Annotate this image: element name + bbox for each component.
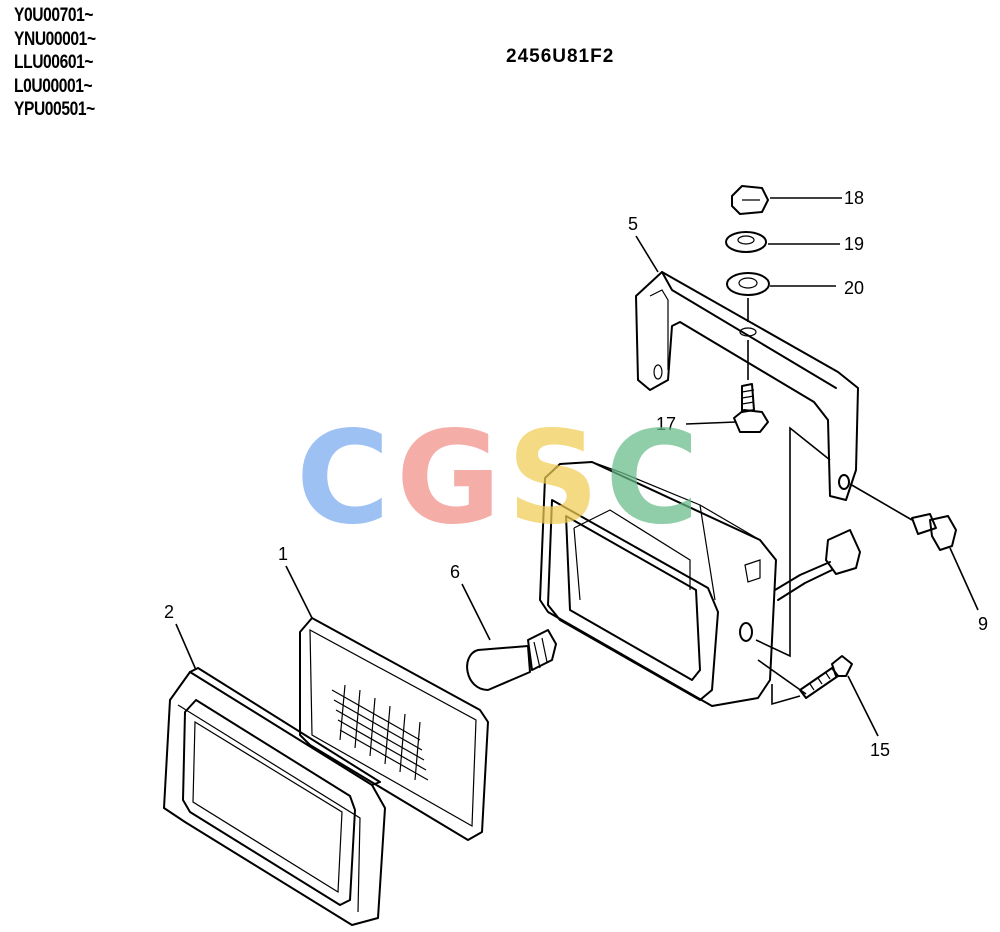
part-bolt-17 [733,383,769,433]
serial-range: YPU00501~ [14,99,95,120]
part-connector [774,529,861,601]
callout-20: 20 [844,278,864,298]
callout-6: 6 [450,562,460,582]
part-bezel-frame [163,667,386,926]
part-lock-washer [725,231,767,253]
part-lens [299,617,489,841]
part-bracket [635,271,859,501]
serial-range: Y0U00701~ [14,5,94,26]
part-nut [731,185,769,215]
callout-17: 17 [656,414,676,434]
callout-5: 5 [628,214,638,234]
callout-2: 2 [164,602,174,622]
serial-range: YNU00001~ [14,28,96,50]
callout-1: 1 [278,544,288,564]
serial-range: L0U00001~ [14,75,93,97]
part-bolt-9 [911,513,957,551]
callout-19: 19 [844,234,864,254]
part-bulb [466,629,557,691]
callout-9: 9 [978,614,988,634]
callout-18: 18 [844,188,864,208]
callout-labels: 18 19 20 5 17 9 15 6 1 2 [164,188,988,760]
reference-code: 2456U81F2 [506,46,615,67]
serial-range: LLU00601~ [14,52,94,73]
part-screw-15 [799,655,853,699]
part-flat-washer [726,272,770,296]
leader-lines [175,197,979,737]
part-lamp-housing [539,461,777,707]
serial-range-list: Y0U00701~ YNU00001~ LLU00601~ L0U00001~ … [14,4,96,122]
callout-15: 15 [870,740,890,760]
